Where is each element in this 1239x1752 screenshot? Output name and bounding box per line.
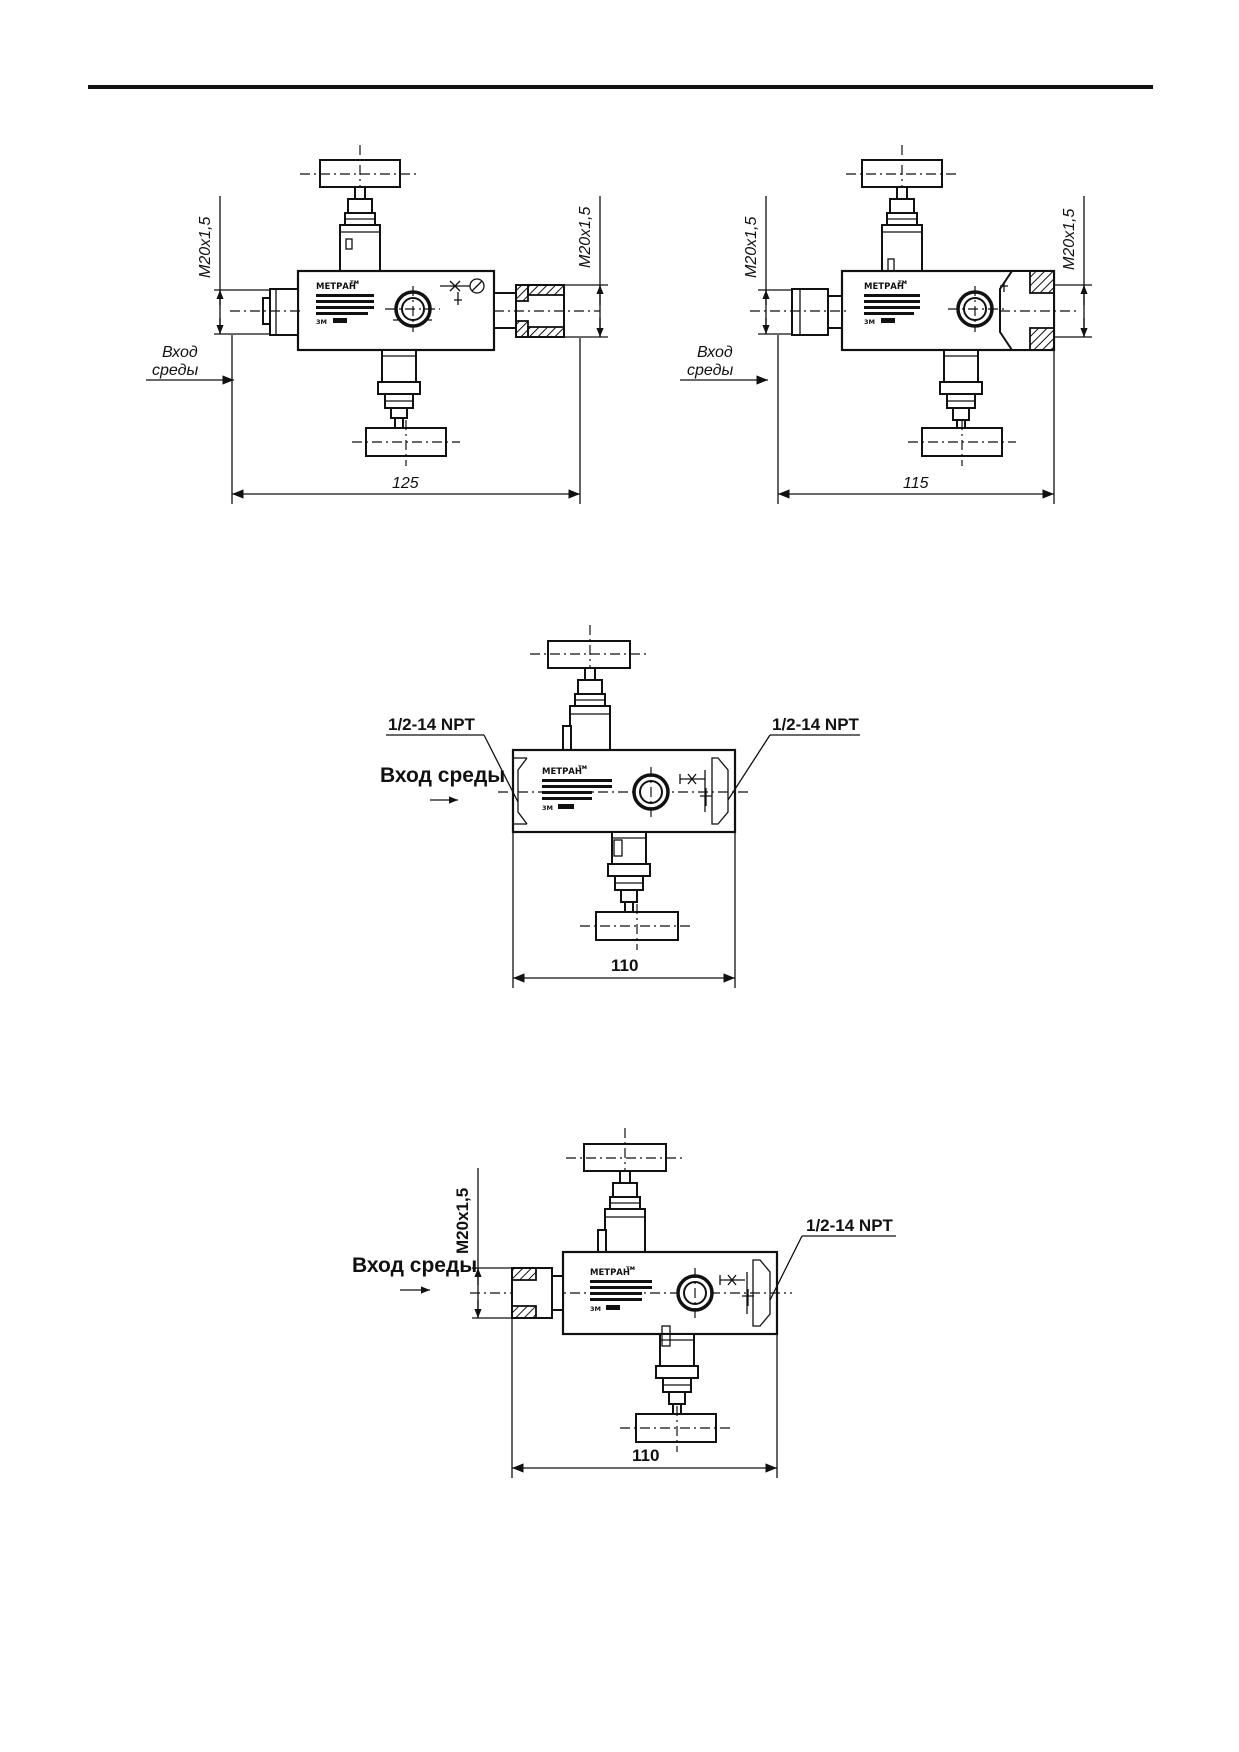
plate-model: 3М (590, 1305, 601, 1313)
inlet-label-line2: среды (152, 362, 198, 379)
plate-brand: МЕТРАН (316, 282, 356, 292)
width-dimension: 110 (611, 956, 638, 975)
manifold-drawing-b: МЕТРАН тм 3М M20x1,5 (680, 145, 1092, 504)
inlet-label: Вход среды (352, 1254, 477, 1277)
thread-label-left: M20x1,5 (453, 1188, 472, 1254)
thread-label-right: M20x1,5 (1061, 209, 1078, 270)
port-label-right: 1/2-14 NPT (806, 1216, 894, 1235)
plate-brand: МЕТРАН (590, 1268, 630, 1278)
port-label-left: 1/2-14 NPT (388, 715, 476, 734)
inlet-label-line2: среды (687, 362, 733, 379)
thread-label-left: M20x1,5 (197, 217, 214, 278)
manifold-drawing-c: МЕТРАН тм 3М 1/2-14 NPT 1/2-14 NPT Вход … (380, 625, 860, 988)
plate-tm: тм (578, 763, 587, 771)
inlet-label-line1: Вход (162, 344, 198, 361)
width-dimension: 110 (632, 1446, 659, 1465)
plate-tm: тм (350, 278, 359, 286)
plate-tm: тм (898, 278, 907, 286)
plate-model: 3М (316, 318, 327, 326)
manifold-drawing-d: МЕТРАН тм 3М M20x1,5 1/2-14 NPT (352, 1128, 896, 1478)
thread-label-left: M20x1,5 (743, 217, 760, 278)
plate-model: 3М (542, 804, 553, 812)
plate-brand: МЕТРАН (542, 767, 582, 777)
width-dimension: 115 (903, 475, 929, 492)
plate-model: 3М (864, 318, 875, 326)
manifold-drawing-a: МЕТРАН тм 3М (146, 145, 608, 504)
inlet-label-line1: Вход (697, 344, 733, 361)
port-label-right: 1/2-14 NPT (772, 715, 860, 734)
width-dimension: 125 (392, 475, 419, 492)
inlet-label: Вход среды (380, 764, 505, 787)
thread-label-right: M20x1,5 (577, 207, 594, 268)
plate-brand: МЕТРАН (864, 282, 904, 292)
plate-tm: тм (626, 1264, 635, 1272)
